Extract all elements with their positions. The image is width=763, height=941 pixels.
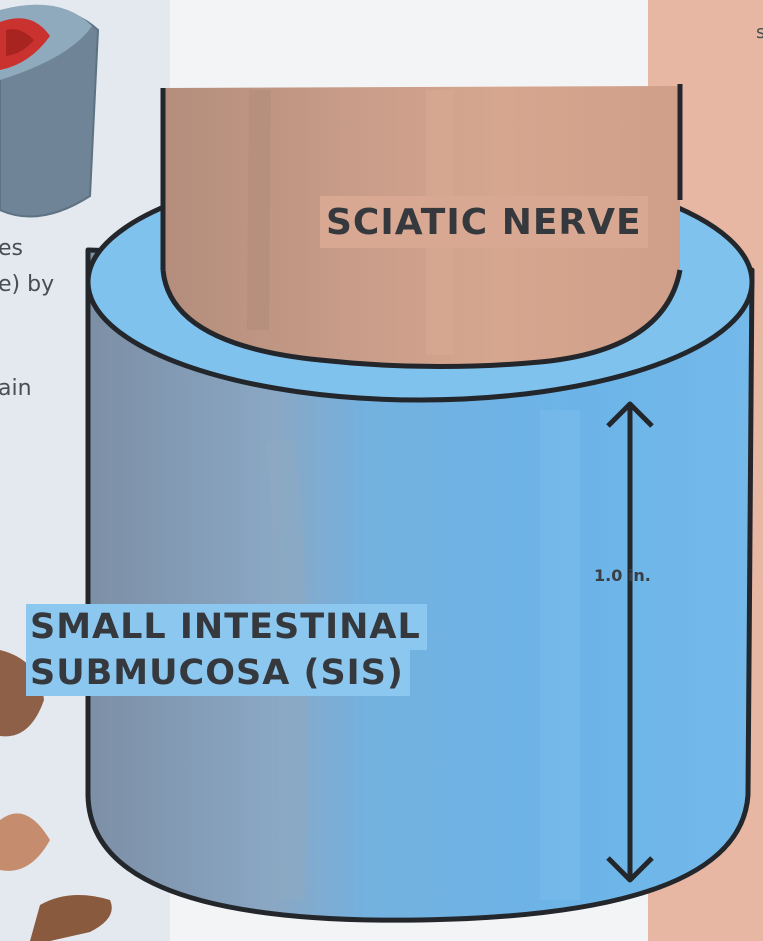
sis-label-line-2: SUBMUCOSA (SIS) xyxy=(26,650,410,696)
sciatic-nerve-label: SCIATIC NERVE xyxy=(320,196,648,248)
cup-illustration xyxy=(0,5,98,217)
background-text-fragment: ain xyxy=(0,378,32,400)
background-text-fragment: s xyxy=(756,24,763,42)
background-text-fragment: e) by xyxy=(0,274,54,296)
sis-label-line-1: SMALL INTESTINAL xyxy=(26,604,427,650)
background-text-fragment: es xyxy=(0,238,23,260)
dimension-label: 1.0 in. xyxy=(594,566,651,585)
sis-label: SMALL INTESTINAL SUBMUCOSA (SIS) xyxy=(26,604,427,696)
